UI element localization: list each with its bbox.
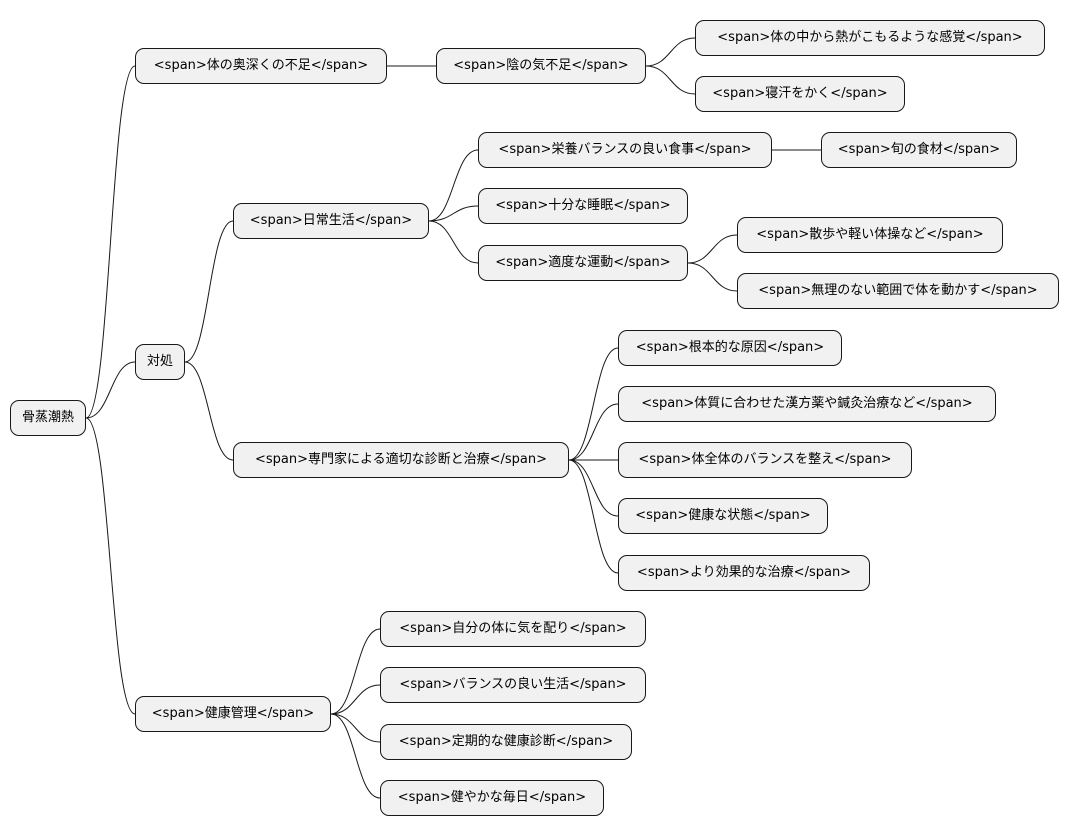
- edge-n1a-n1a1: [645, 37, 696, 67]
- mindmap-node-healthy-state: <span>健康な状態</span>: [618, 498, 828, 534]
- mindmap-node-expert-care: <span>専門家による適切な診断と治療</span>: [233, 442, 569, 478]
- edge-n2a-n2a2: [428, 205, 479, 222]
- edge-n2-n2a: [184, 220, 234, 363]
- edge-n3-n3c: [330, 713, 381, 743]
- mindmap-node-deficiency: <span>体の奥深くの不足</span>: [135, 48, 387, 84]
- edge-n2a-n2a1: [428, 149, 479, 222]
- mindmap-node-root-cause: <span>根本的な原因</span>: [618, 330, 842, 366]
- mindmap-root-node: 骨蒸潮熱: [10, 400, 86, 436]
- mindmap-node-body-balance: <span>体全体のバランスを整え</span>: [618, 442, 912, 478]
- mindmap-node-sleep: <span>十分な睡眠</span>: [478, 188, 688, 224]
- edge-n2b-n2b1: [568, 347, 619, 461]
- mindmap-node-night-sweats: <span>寝汗をかく</span>: [695, 76, 905, 112]
- edge-n2a3-n2a3b: [687, 262, 738, 292]
- mindmap-node-health-management: <span>健康管理</span>: [135, 696, 331, 732]
- mindmap-node-remedy: 対処: [135, 344, 185, 380]
- edge-n1a-n1a2: [645, 65, 696, 95]
- edge-n2b-n2b5: [568, 459, 619, 574]
- edge-n2b-n2b4: [568, 459, 619, 517]
- edge-n2-n2b: [184, 361, 234, 461]
- edge-n2a3-n2a3a: [687, 234, 738, 264]
- mindmap-node-yin-deficiency: <span>陰の気不足</span>: [436, 48, 646, 84]
- mindmap-node-healthy-days: <span>健やかな毎日</span>: [380, 780, 604, 816]
- edge-root-n3: [85, 417, 136, 715]
- edge-n3-n3a: [330, 628, 381, 715]
- mindmap-node-move-body: <span>無理のない範囲で体を動かす</span>: [737, 273, 1059, 309]
- edge-n2b-n2b2: [568, 403, 619, 461]
- edge-n3-n3d: [330, 713, 381, 799]
- mindmap-node-exercise: <span>適度な運動</span>: [478, 245, 688, 281]
- mindmap-node-daily-life: <span>日常生活</span>: [233, 203, 429, 239]
- edge-n2a-n2a3: [428, 220, 479, 264]
- edge-n3-n3b: [330, 684, 381, 715]
- mindmap-node-walking: <span>散歩や軽い体操など</span>: [737, 217, 1003, 253]
- mindmap-node-kampo-acupuncture: <span>体質に合わせた漢方薬や鍼灸治療など</span>: [618, 386, 996, 422]
- edge-root-n1: [85, 65, 136, 419]
- edge-root-n2: [85, 361, 136, 419]
- mindmap-node-seasonal-food: <span>旬の食材</span>: [821, 132, 1017, 168]
- mindmap-node-self-care: <span>自分の体に気を配り</span>: [380, 611, 646, 647]
- mindmap-node-balanced-life: <span>バランスの良い生活</span>: [380, 667, 646, 703]
- mindmap-node-checkups: <span>定期的な健康診断</span>: [380, 724, 632, 760]
- mindmap-node-balanced-diet: <span>栄養バランスの良い食事</span>: [478, 132, 772, 168]
- mindmap-node-effective-treatment: <span>より効果的な治療</span>: [618, 555, 870, 591]
- mindmap-node-internal-heat: <span>体の中から熱がこもるような感覚</span>: [695, 20, 1045, 56]
